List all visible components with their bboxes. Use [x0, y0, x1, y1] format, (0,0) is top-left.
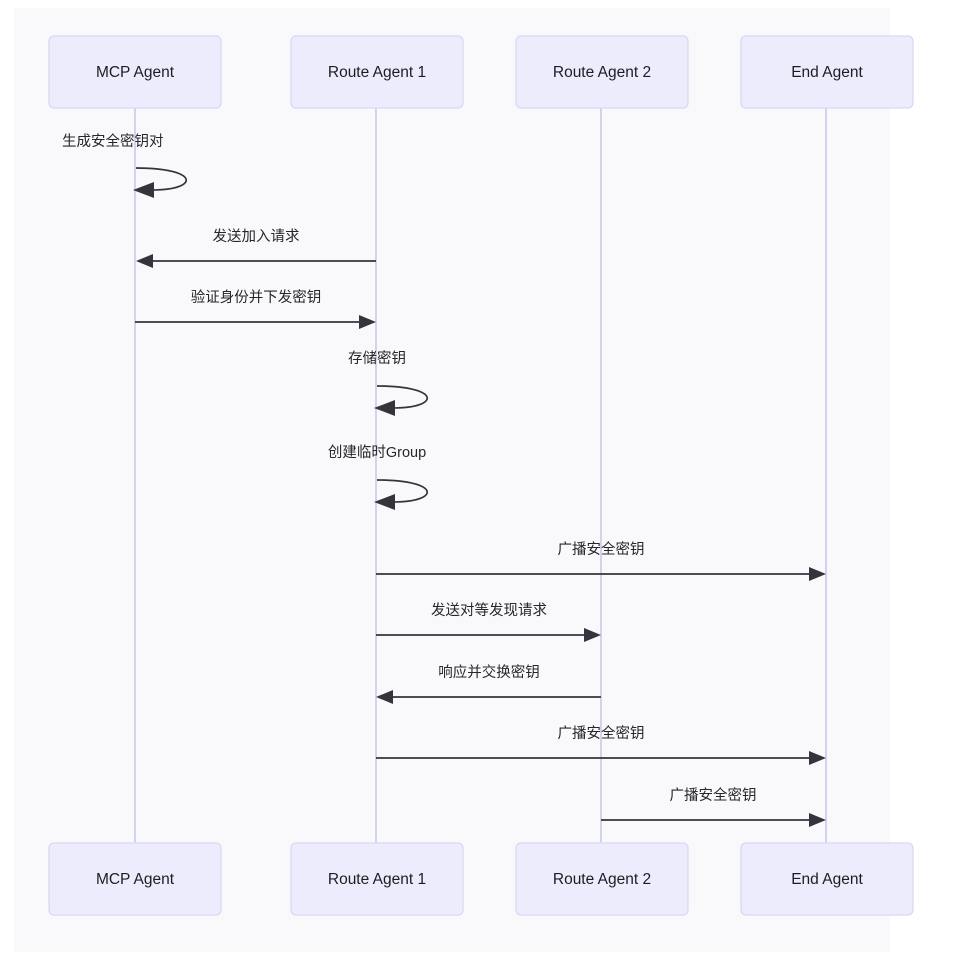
message-7-arrowhead — [584, 628, 601, 642]
message-7-send-peer-discovery-request[interactable]: 发送对等发现请求 — [376, 601, 601, 642]
message-10-broadcast-security-key[interactable]: 广播安全密钥 — [601, 786, 826, 827]
message-4-arc — [376, 385, 428, 409]
message-1-self-loop-generate-keypair[interactable]: 生成安全密钥对 — [62, 132, 187, 198]
actor-rect[interactable] — [290, 842, 464, 916]
message-7-label: 发送对等发现请求 — [431, 601, 547, 619]
actor-rect[interactable] — [48, 35, 222, 109]
actor-box-top-route2[interactable]: Route Agent 2 — [515, 35, 689, 109]
message-2-label: 发送加入请求 — [213, 228, 300, 245]
message-4-arrowhead — [374, 400, 395, 416]
message-2-send-join-request[interactable]: 发送加入请求 — [136, 228, 376, 268]
message-9-broadcast-security-key[interactable]: 广播安全密钥 — [376, 724, 826, 765]
actor-rect[interactable] — [515, 842, 689, 916]
message-1-arrowhead — [133, 182, 154, 198]
actor-box-bottom-route1[interactable]: Route Agent 1 — [290, 842, 464, 916]
message-2-arrowhead — [136, 254, 153, 268]
actor-rect[interactable] — [740, 842, 914, 916]
lifelines — [134, 108, 827, 843]
message-5-label: 创建临时Group — [328, 444, 426, 461]
message-10-arrowhead — [809, 813, 826, 827]
actor-box-bottom-mcp[interactable]: MCP Agent — [48, 842, 222, 916]
actor-box-bottom-route2[interactable]: Route Agent 2 — [515, 842, 689, 916]
actor-box-top-end[interactable]: End Agent — [740, 35, 914, 109]
message-4-label: 存储密钥 — [348, 350, 406, 367]
actor-box-bottom-end[interactable]: End Agent — [740, 842, 914, 916]
message-8-label: 响应并交换密钥 — [438, 663, 540, 681]
message-10-label: 广播安全密钥 — [670, 786, 757, 804]
actor-rect[interactable] — [48, 842, 222, 916]
message-6-label: 广播安全密钥 — [558, 540, 645, 558]
actor-rect[interactable] — [740, 35, 914, 109]
message-5-arrowhead — [374, 494, 395, 510]
message-8-respond-and-exchange-key[interactable]: 响应并交换密钥 — [376, 663, 601, 704]
message-9-arrowhead — [809, 751, 826, 765]
message-3-arrowhead — [359, 315, 376, 329]
actor-label-mcp-bottom: MCP Agent — [96, 871, 175, 888]
message-8-arrowhead — [376, 690, 393, 704]
actor-label-route2-bottom: Route Agent 2 — [553, 871, 651, 888]
message-9-label: 广播安全密钥 — [558, 724, 645, 742]
message-3-verify-identity-and-issue-key[interactable]: 验证身份并下发密钥 — [135, 289, 376, 329]
message-5-arc — [376, 479, 428, 503]
actor-label-end-bottom: End Agent — [791, 871, 863, 888]
message-1-label: 生成安全密钥对 — [62, 132, 164, 150]
actor-box-top-route1[interactable]: Route Agent 1 — [290, 35, 464, 109]
actor-label-route2-top: Route Agent 2 — [553, 64, 651, 81]
actor-label-route1-top: Route Agent 1 — [328, 64, 426, 81]
actor-box-top-mcp[interactable]: MCP Agent — [48, 35, 222, 109]
actor-rect[interactable] — [290, 35, 464, 109]
actor-label-end-top: End Agent — [791, 64, 863, 81]
message-6-broadcast-security-key[interactable]: 广播安全密钥 — [376, 540, 826, 581]
message-4-self-loop-store-key[interactable]: 存储密钥 — [348, 350, 428, 416]
actor-rect[interactable] — [515, 35, 689, 109]
diagram-canvas-background — [14, 8, 890, 952]
message-6-arrowhead — [809, 567, 826, 581]
message-3-label: 验证身份并下发密钥 — [191, 289, 322, 306]
actor-label-route1-bottom: Route Agent 1 — [328, 871, 426, 888]
message-1-arc — [135, 167, 187, 191]
actor-label-mcp-top: MCP Agent — [96, 64, 175, 81]
message-5-self-loop-create-temp-group[interactable]: 创建临时Group — [328, 444, 428, 510]
